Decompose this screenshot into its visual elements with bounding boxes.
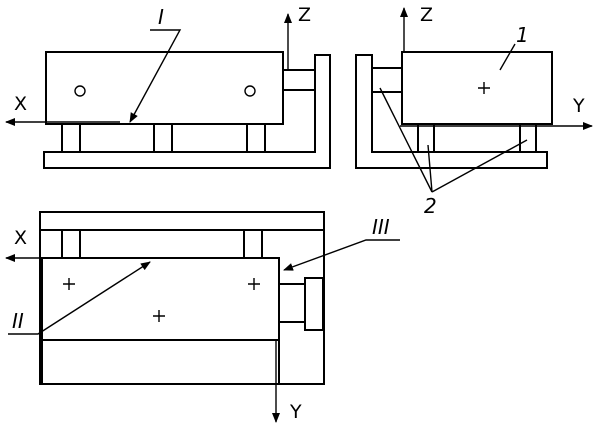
datum-two-label: II bbox=[12, 309, 24, 333]
datum-two-leader bbox=[8, 261, 151, 335]
top-plus-mark bbox=[63, 278, 75, 290]
datum-three-leader bbox=[283, 239, 400, 271]
top-plus-mark bbox=[248, 278, 260, 290]
side-y-label: Y bbox=[572, 95, 585, 117]
front-support-pin bbox=[246, 123, 266, 153]
side-view: Z Y 1 2 bbox=[355, 4, 593, 218]
locator-leader bbox=[431, 139, 528, 193]
top-plus-mark bbox=[153, 310, 165, 322]
top-workpiece bbox=[41, 257, 280, 341]
top-fixture-frame bbox=[39, 211, 325, 385]
front-z-label: Z bbox=[298, 4, 311, 26]
top-side-stop-head bbox=[304, 277, 324, 331]
part-number-label: 1 bbox=[516, 23, 529, 47]
front-side-stop bbox=[282, 69, 316, 91]
front-support-pin bbox=[61, 123, 81, 153]
locator-leader bbox=[427, 144, 433, 193]
front-base-plate bbox=[43, 54, 331, 169]
locator-leader bbox=[379, 87, 433, 193]
side-base-plate bbox=[355, 54, 548, 169]
top-support-post bbox=[61, 229, 81, 259]
front-support-pin bbox=[153, 123, 173, 153]
part-number-leader bbox=[499, 43, 516, 71]
top-side-stop bbox=[278, 283, 306, 323]
front-hole-mark bbox=[74, 85, 86, 97]
side-stop-pin bbox=[371, 67, 403, 93]
side-center-mark bbox=[478, 82, 490, 94]
locator-number-label: 2 bbox=[424, 194, 437, 218]
front-view: X Z I bbox=[5, 4, 331, 169]
side-workpiece bbox=[401, 51, 553, 125]
front-hole-mark bbox=[244, 85, 256, 97]
datum-one-leader bbox=[129, 29, 182, 123]
datum-one-label: I bbox=[158, 5, 164, 29]
front-x-label: X bbox=[14, 93, 27, 115]
side-z-label: Z bbox=[420, 4, 433, 26]
datum-three-label: III bbox=[372, 215, 390, 239]
side-support-pin bbox=[417, 123, 435, 153]
top-base-strip bbox=[41, 339, 280, 385]
top-view: X Y II III bbox=[5, 211, 400, 423]
side-support-pin bbox=[519, 123, 537, 153]
front-workpiece bbox=[45, 51, 284, 125]
top-x-label: X bbox=[14, 227, 27, 249]
top-y-label: Y bbox=[289, 401, 302, 423]
top-support-post bbox=[243, 229, 263, 259]
top-clamp-bar bbox=[39, 211, 325, 231]
